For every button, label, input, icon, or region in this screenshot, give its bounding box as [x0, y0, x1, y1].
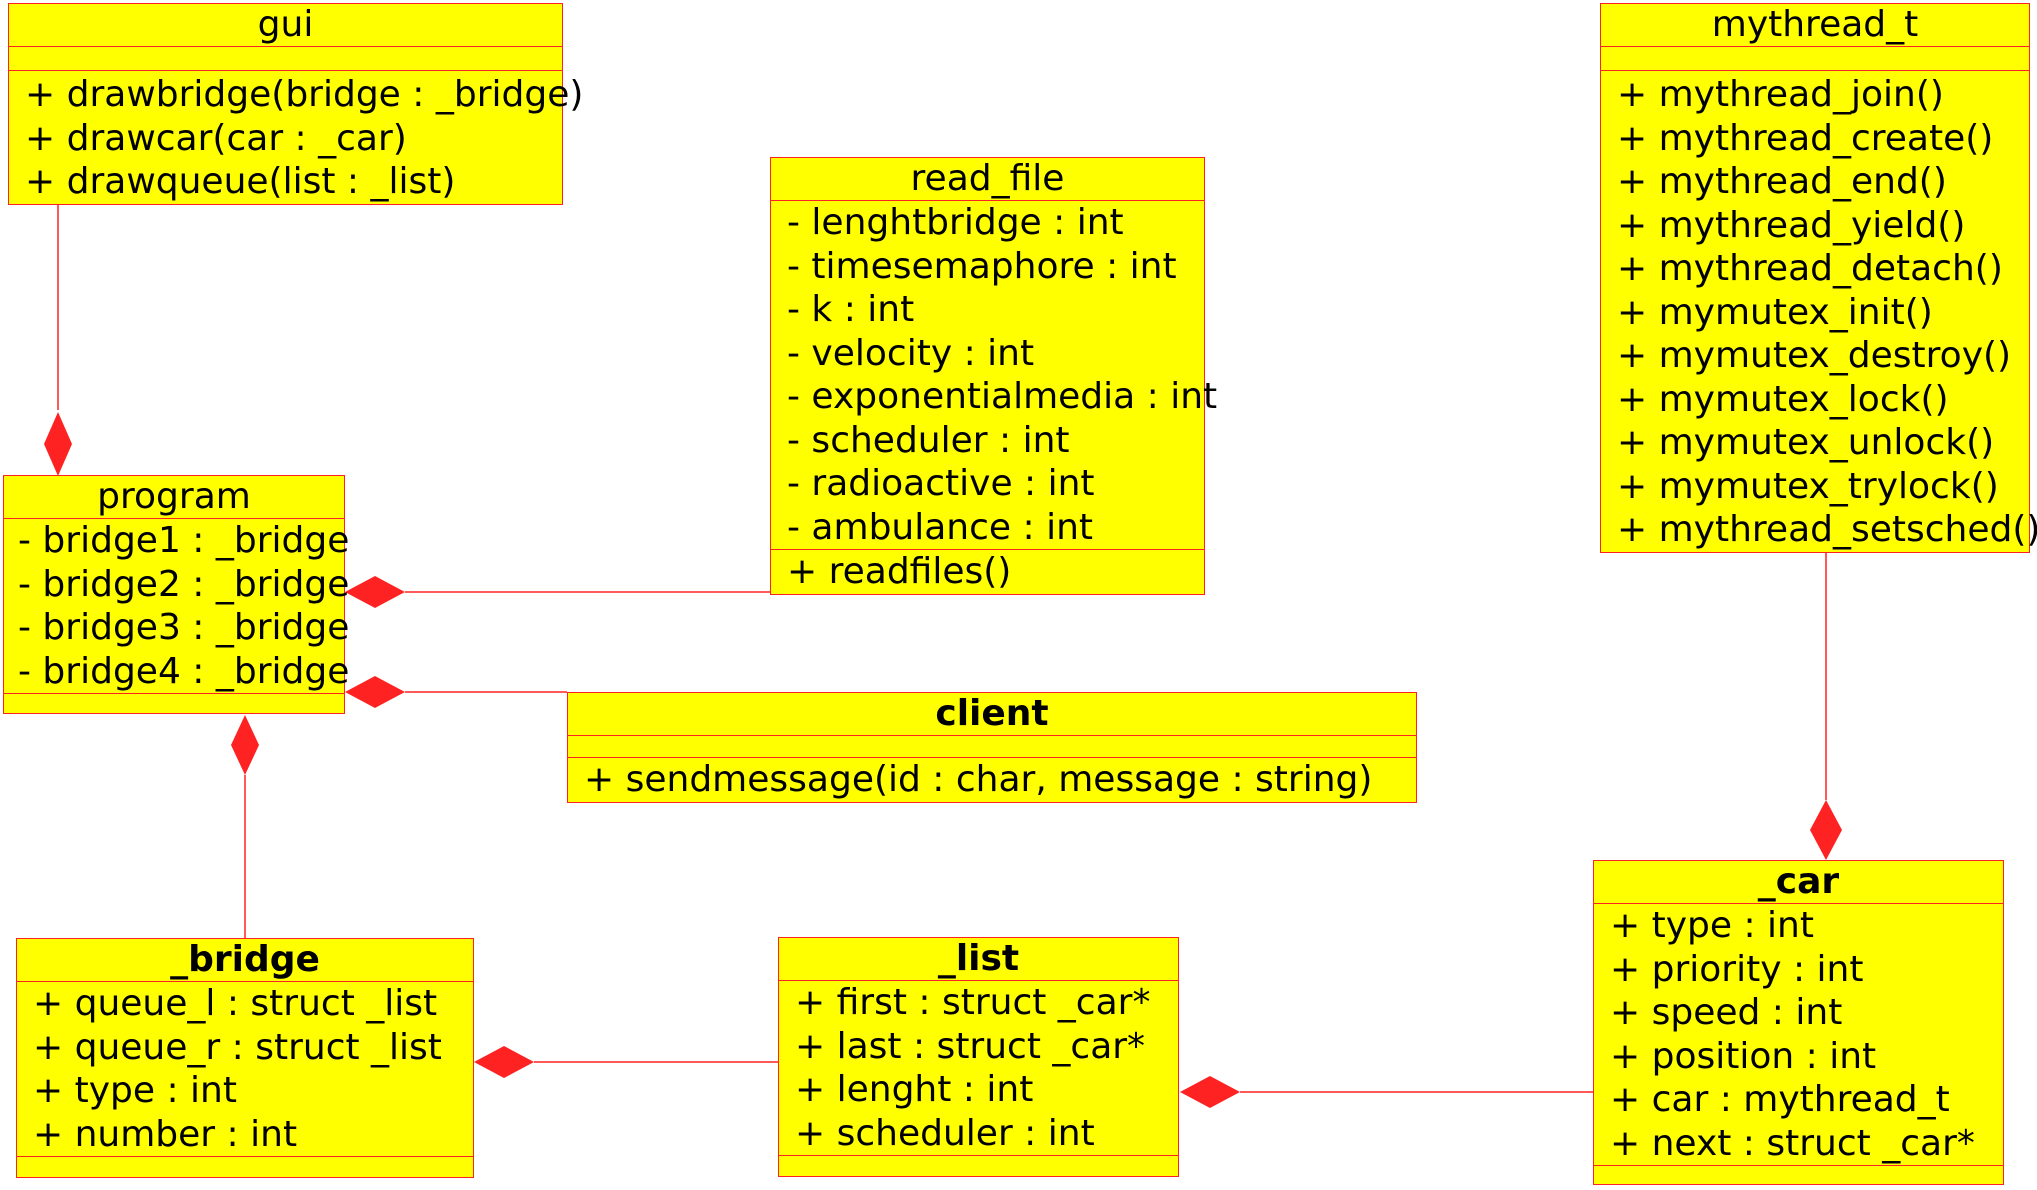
attribute: + lenght : int	[795, 1069, 1034, 1110]
attribute: + priority : int	[1610, 948, 1864, 990]
composition-diamond-readfile	[345, 576, 405, 608]
class-client: client + sendmessage(id : char, message …	[567, 692, 1417, 803]
attribute: + next : struct _car*	[1610, 1122, 1975, 1164]
composition-diamond-mythread	[1810, 800, 1842, 860]
attributes-section: - lenghtbridge : int - timesemaphore : i…	[771, 201, 1218, 550]
method: + mythread_end()	[1617, 161, 1947, 202]
method: + mythread_create()	[1617, 117, 1994, 159]
class-bridge: _bridge + queue_l : struct _list + queue…	[16, 938, 474, 1178]
attribute: - radioactive : int	[787, 463, 1095, 504]
composition-diamond-bridge	[231, 715, 259, 775]
attribute: - exponentialmedia : int	[787, 376, 1218, 417]
attribute: - k : int	[787, 289, 915, 330]
class-name: read_file	[771, 158, 1204, 201]
class-name: program	[4, 476, 344, 519]
class-mythread-t: mythread_t + mythread_join() + mythread_…	[1600, 3, 2037, 553]
methods-section: + sendmessage(id : char, message : strin…	[568, 758, 1416, 802]
attributes-section: + type : int + priority : int + speed : …	[1594, 904, 2003, 1166]
method: + mythread_setsched()	[1617, 509, 2037, 550]
attribute: + speed : int	[1610, 992, 1843, 1033]
attribute: + position : int	[1610, 1035, 1877, 1077]
methods-section	[1594, 1166, 2003, 1184]
class-name: _car	[1594, 861, 2003, 904]
attribute: + queue_l : struct _list	[33, 983, 438, 1024]
class-name: mythread_t	[1601, 4, 2029, 47]
composition-diamond-list	[474, 1046, 534, 1078]
attribute: - bridge2 : _bridge	[18, 563, 350, 605]
method: + drawcar(car : _car)	[25, 117, 407, 159]
class-read-file: read_file - lenghtbridge : int - timesem…	[770, 157, 1218, 595]
method: + mymutex_destroy()	[1617, 335, 2012, 376]
attribute: - bridge3 : _bridge	[18, 607, 350, 648]
method: + mymutex_lock()	[1617, 378, 1949, 420]
attribute: - lenghtbridge : int	[787, 202, 1124, 243]
attributes-section	[568, 736, 1416, 758]
attribute: + number : int	[33, 1113, 298, 1155]
attribute: - timesemaphore : int	[787, 245, 1177, 287]
attribute: + queue_r : struct _list	[33, 1026, 442, 1068]
attribute: + type : int	[1610, 905, 1814, 946]
method: + drawqueue(list : _list)	[25, 161, 456, 202]
methods-section	[17, 1157, 473, 1177]
method: + readfiles()	[787, 551, 1012, 592]
attribute: - velocity : int	[787, 332, 1035, 374]
attribute: + scheduler : int	[795, 1112, 1095, 1154]
method: + mythread_detach()	[1617, 248, 2003, 289]
attribute: - bridge1 : _bridge	[18, 520, 350, 561]
class-name: _list	[779, 938, 1178, 981]
attribute: - bridge4 : _bridge	[18, 650, 350, 692]
attributes-section: - bridge1 : _bridge - bridge2 : _bridge …	[4, 519, 350, 694]
method: + mythread_join()	[1617, 74, 1944, 115]
method: + mymutex_unlock()	[1617, 422, 1995, 463]
methods-section: + mythread_join() + mythread_create() + …	[1601, 71, 2037, 552]
class-name: gui	[9, 4, 562, 47]
methods-section	[4, 694, 344, 713]
attribute: - ambulance : int	[787, 506, 1093, 548]
composition-diamond-gui	[44, 412, 72, 476]
methods-section: + drawbridge(bridge : _bridge) + drawcar…	[9, 71, 584, 204]
attributes-section: + first : struct _car* + last : struct _…	[779, 981, 1178, 1156]
attributes-section	[9, 47, 562, 71]
attributes-section	[1601, 47, 2029, 71]
attribute: + last : struct _car*	[795, 1025, 1146, 1067]
class-name: _bridge	[17, 939, 473, 982]
class-list: _list + first : struct _car* + last : st…	[778, 937, 1179, 1177]
attributes-section: + queue_l : struct _list + queue_r : str…	[17, 982, 473, 1157]
method: + mythread_yield()	[1617, 204, 1966, 246]
method: + sendmessage(id : char, message : strin…	[584, 759, 1373, 800]
class-program: program - bridge1 : _bridge - bridge2 : …	[3, 475, 350, 714]
composition-diamond-car	[1180, 1076, 1240, 1108]
attribute: - scheduler : int	[787, 419, 1070, 461]
composition-diamond-client	[345, 676, 405, 708]
attribute: + car : mythread_t	[1610, 1079, 1950, 1120]
attribute: + type : int	[33, 1070, 237, 1111]
attribute: + first : struct _car*	[795, 982, 1151, 1023]
method: + drawbridge(bridge : _bridge)	[25, 74, 584, 115]
method: + mymutex_trylock()	[1617, 465, 1999, 507]
methods-section: + readfiles()	[771, 550, 1204, 594]
class-car: _car + type : int + priority : int + spe…	[1593, 860, 2004, 1185]
methods-section	[779, 1156, 1178, 1176]
class-name: client	[568, 693, 1416, 736]
class-gui: gui + drawbridge(bridge : _bridge) + dra…	[8, 3, 584, 205]
method: + mymutex_init()	[1617, 291, 1933, 333]
